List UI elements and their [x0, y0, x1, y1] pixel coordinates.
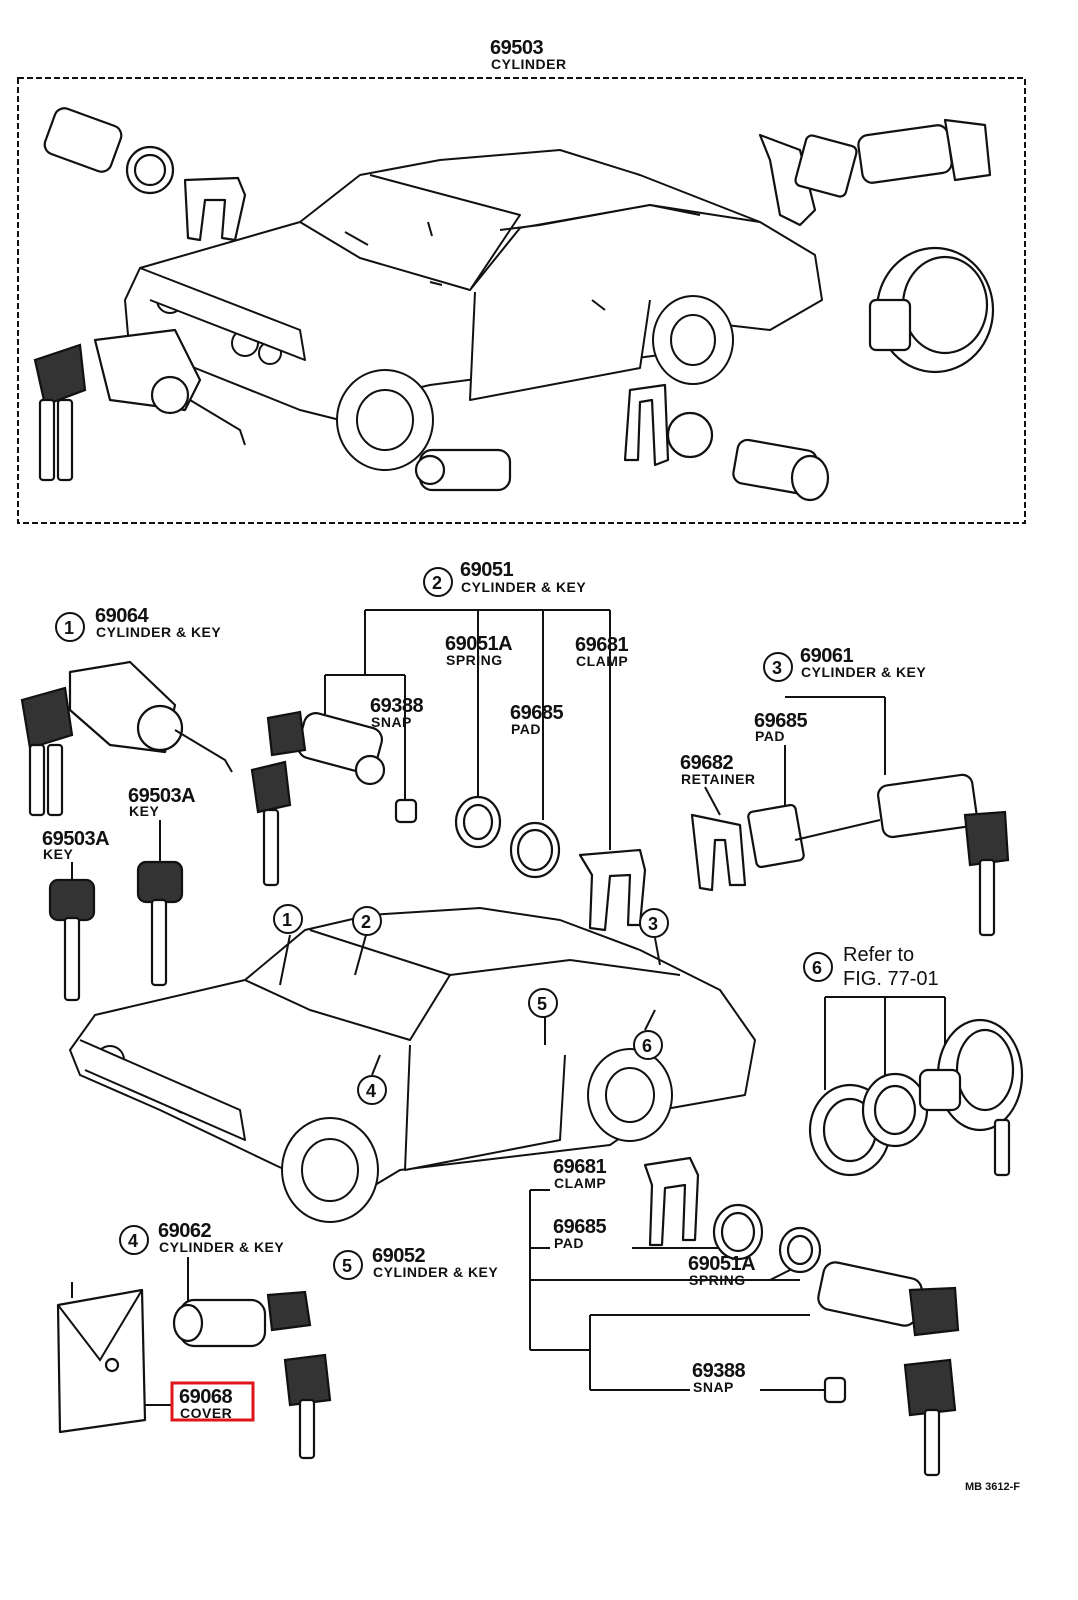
top-parts-illustration: [33, 107, 995, 502]
group-5-callout: 5 69052 CYLINDER & KEY: [333, 1245, 498, 1280]
svg-text:69681: 69681: [553, 1156, 606, 1178]
svg-text:69685: 69685: [553, 1216, 606, 1238]
cover-part-name: COVER: [180, 1405, 232, 1421]
svg-text:RETAINER: RETAINER: [681, 771, 756, 787]
group-4-callout: 4 69062 CYLINDER & KEY: [119, 1220, 284, 1310]
svg-text:69061: 69061: [800, 645, 853, 667]
group-1-callout: 1 69064 CYLINDER & KEY: [55, 605, 221, 642]
group-1-illustration: [20, 660, 233, 817]
group-1-part-number: 69064: [95, 605, 149, 627]
svg-text:CLAMP: CLAMP: [554, 1175, 606, 1191]
svg-text:69051A: 69051A: [688, 1253, 755, 1275]
group-2-part-number: 69051: [460, 559, 513, 581]
part-69388-snap-a: 69388 SNAP: [370, 695, 424, 824]
svg-text:CYLINDER & KEY: CYLINDER & KEY: [373, 1264, 498, 1280]
svg-text:69388: 69388: [370, 695, 423, 717]
svg-text:SNAP: SNAP: [371, 714, 412, 730]
svg-text:69052: 69052: [372, 1245, 425, 1267]
car-callout-3: 3: [648, 914, 658, 934]
group-6-callout: 6 Refer to FIG. 77-01: [803, 944, 946, 1090]
car-callout-5: 5: [537, 994, 547, 1014]
group-5-cylinder: [817, 1261, 960, 1477]
car-callout-4: 4: [366, 1081, 376, 1101]
svg-text:69051A: 69051A: [445, 633, 512, 655]
top-car-illustration: [124, 149, 823, 471]
svg-text:69388: 69388: [692, 1360, 745, 1382]
part-69682-retainer: 69682 RETAINER: [680, 752, 756, 892]
top-title: 69503 CYLINDER: [490, 37, 567, 72]
top-part-number: 69503: [490, 37, 543, 59]
part-69685-pad-c: 69685 PAD: [553, 1203, 764, 1261]
svg-text:CYLINDER & KEY: CYLINDER & KEY: [801, 664, 926, 680]
part-69685-pad-b: 69685 PAD: [747, 710, 808, 869]
car-callout-1: 1: [282, 910, 292, 930]
key-a-part-name: KEY: [43, 846, 73, 862]
group-2-callout: 2 69051 CYLINDER & KEY: [423, 559, 586, 597]
key-69503A-b: 69503A KEY: [128, 785, 196, 987]
part-69685-pad-a: 69685 PAD: [509, 702, 564, 879]
svg-text:6: 6: [812, 958, 822, 978]
part-69681-clamp: 69681 CLAMP: [575, 634, 647, 932]
svg-text:SPRING: SPRING: [689, 1272, 746, 1288]
svg-text:PAD: PAD: [554, 1235, 584, 1251]
svg-text:SNAP: SNAP: [693, 1379, 734, 1395]
figure-code: MB 3612-F: [965, 1481, 1020, 1493]
svg-text:5: 5: [342, 1256, 352, 1276]
svg-text:69681: 69681: [575, 634, 628, 656]
svg-text:69682: 69682: [680, 752, 733, 774]
bottom-car-callouts: 1 2 3 4 5 6: [273, 904, 669, 1105]
group-1-circle: [55, 612, 85, 642]
group-1-circle-number: 1: [64, 618, 74, 638]
part-69068-cover: 69068 COVER: [56, 1282, 255, 1434]
group-2-circle-number: 2: [432, 573, 442, 593]
part-69051A-spring-b: 69051A SPRING: [688, 1226, 822, 1288]
svg-text:4: 4: [128, 1231, 138, 1251]
group-3-callout: 3 69061 CYLINDER & KEY: [763, 645, 926, 775]
group-2-cylinder: [250, 710, 386, 887]
cover-part-number: 69068: [179, 1386, 232, 1408]
svg-text:PAD: PAD: [511, 721, 541, 737]
group-3-cylinder: [794, 773, 1010, 937]
group-4-illustration: [172, 1290, 332, 1460]
svg-text:SPRING: SPRING: [446, 652, 503, 668]
key-b-part-name: KEY: [129, 803, 159, 819]
car-callout-6: 6: [642, 1036, 652, 1056]
top-part-name: CYLINDER: [491, 56, 567, 72]
group-2-leaders: [324, 609, 611, 850]
part-69051A-spring: 69051A SPRING: [445, 633, 513, 849]
top-dashed-frame: [17, 77, 1026, 524]
group-1-part-name: CYLINDER & KEY: [96, 624, 221, 640]
svg-text:69062: 69062: [158, 1220, 211, 1242]
svg-text:3: 3: [772, 658, 782, 678]
key-b-part-number: 69503A: [128, 785, 195, 807]
svg-text:CLAMP: CLAMP: [576, 653, 628, 669]
key-69503A-a: 69503A KEY: [42, 828, 110, 1002]
group-5-leaders: [529, 1189, 825, 1391]
group-6-illustration: [808, 1018, 1024, 1177]
refer-fig-text: FIG. 77-01: [843, 968, 939, 990]
svg-text:PAD: PAD: [755, 728, 785, 744]
part-69681-clamp-b: 69681 CLAMP: [553, 1156, 700, 1247]
car-callout-2: 2: [361, 912, 371, 932]
part-69388-snap-b: 69388 SNAP: [692, 1360, 847, 1404]
refer-to-text: Refer to: [843, 944, 914, 966]
svg-text:69685: 69685: [510, 702, 563, 724]
bottom-car-illustration: [69, 907, 756, 1223]
key-a-part-number: 69503A: [42, 828, 109, 850]
svg-text:69685: 69685: [754, 710, 807, 732]
group-2-part-name: CYLINDER & KEY: [461, 579, 586, 595]
svg-text:CYLINDER & KEY: CYLINDER & KEY: [159, 1239, 284, 1255]
highlight-box-69068: [170, 1381, 255, 1422]
